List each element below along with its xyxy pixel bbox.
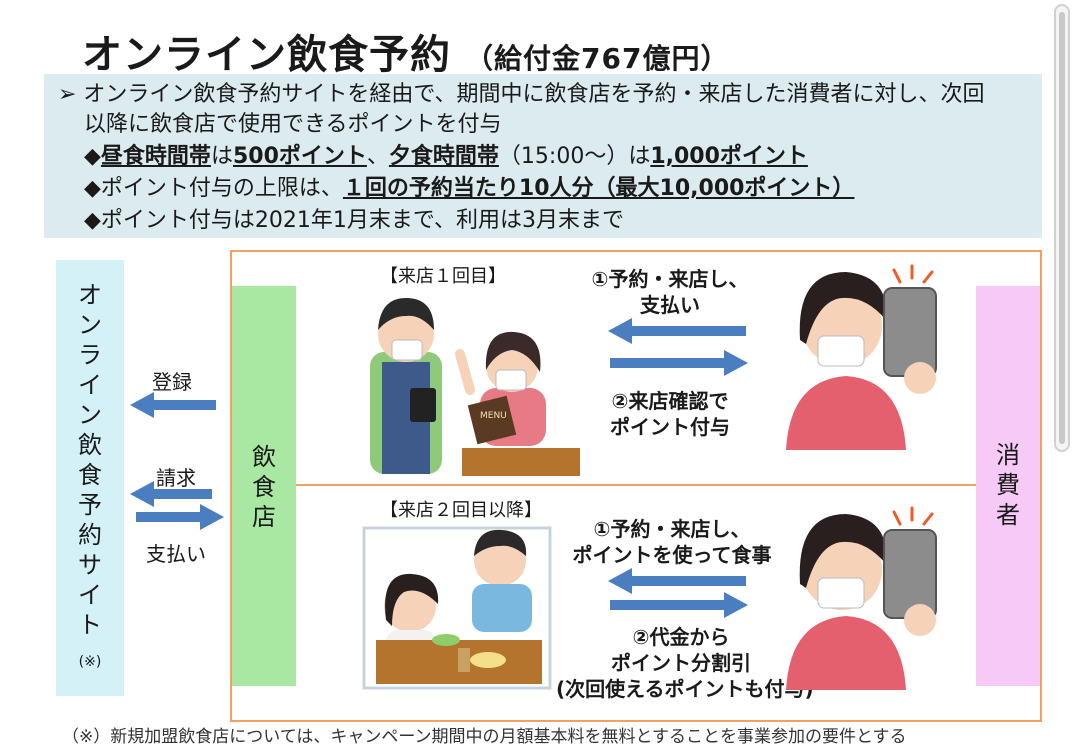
title-main: オンライン飲食予約 xyxy=(82,32,451,78)
visit2-arrow-right xyxy=(610,592,748,618)
summary-line-3: ◆昼食時間帯は500ポイント、夕食時間帯（15:00〜）は1,000ポイント xyxy=(84,142,808,172)
visit1-step2: ②来店確認で ポイント付与 xyxy=(580,388,760,440)
register-label: 登録 xyxy=(152,370,192,394)
visit2-step1: ①予約・来店し、 ポイントを使って食事 xyxy=(556,516,788,568)
dining-couple-illustration xyxy=(362,526,552,690)
menu-text: MENU xyxy=(480,411,507,421)
dinner-points: 1,000ポイント xyxy=(650,144,808,169)
footnote: （※）新規加盟飲食店については、キャンペーン期間中の月額基本料を無料とすることを… xyxy=(62,727,907,747)
text-fragment: 、 xyxy=(366,144,389,169)
online-site-note: (※) xyxy=(78,654,102,670)
scrollbar-thumb[interactable] xyxy=(1059,12,1065,444)
lunch-points: 500ポイント xyxy=(232,144,367,169)
claim-label: 請求 xyxy=(156,466,196,490)
visit-divider xyxy=(268,484,980,486)
visit2-step1-line2: ポイントを使って食事 xyxy=(572,543,772,567)
visit1-heading: 【来店１回目】 xyxy=(380,266,506,287)
visit1-step1: ①予約・来店し、 支払い xyxy=(570,266,770,318)
register-arrow xyxy=(130,392,216,418)
summary-line-1: ➢ オンライン飲食予約サイトを経由で、期間中に飲食店を予約・来店した消費者に対し… xyxy=(58,82,985,107)
visit1-step2-line2: ポイント付与 xyxy=(610,415,730,439)
online-site-box xyxy=(56,260,124,696)
visit1-step2-line1: ②来店確認で xyxy=(611,389,729,413)
payment-label: 支払い xyxy=(146,542,206,566)
restaurant-box xyxy=(232,286,296,686)
visit2-step1-line1: ①予約・来店し、 xyxy=(593,517,751,541)
dinner-label: 夕食時間帯 xyxy=(388,144,499,169)
bullet: ◆ xyxy=(84,144,101,169)
consumer-phone-illustration-1 xyxy=(786,264,937,450)
lunch-label: 昼食時間帯 xyxy=(100,144,211,169)
text-fragment: （15:00〜）は xyxy=(498,144,651,169)
claim-arrow xyxy=(130,481,212,507)
consumer-box xyxy=(976,286,1040,686)
consumer-label: 消費者 xyxy=(976,440,1040,530)
visit2-step2-line3: (次回使えるポイントも付与) xyxy=(556,677,814,701)
visit2-step2-line1: ②代金から xyxy=(632,625,730,649)
consumer-phone-illustration-2 xyxy=(786,506,937,690)
summary-line-5: ◆ポイント付与は2021年1月末まで、利用は3月末まで xyxy=(84,208,625,233)
summary-line-4: ◆ポイント付与の上限は、１回の予約当たり10人分（最大10,000ポイント） xyxy=(84,174,854,204)
restaurant-label: 飲食店 xyxy=(232,442,296,532)
customer-illustration: MENU xyxy=(455,331,580,476)
online-site-label-text: オンライン飲食予約サイト xyxy=(78,281,102,639)
visit2-step2: ②代金から ポイント分割引 (次回使えるポイントも付与) xyxy=(556,624,814,702)
flow-frame xyxy=(230,250,1042,722)
text-fragment: ◆ポイント付与の上限は、 xyxy=(84,176,343,201)
online-site-label: オンライン飲食予約サイト xyxy=(56,280,124,640)
visit1-step1-line1: ①予約・来店し、 xyxy=(591,267,749,291)
visit2-heading: 【来店２回目以降】 xyxy=(380,500,542,521)
visit1-arrow-right xyxy=(610,350,748,376)
waiter-illustration xyxy=(370,298,442,474)
vertical-scrollbar[interactable] xyxy=(1054,4,1070,452)
visit1-step1-line2: 支払い xyxy=(640,293,700,317)
payment-arrow xyxy=(136,504,224,530)
consumer-label-text: 消費者 xyxy=(996,441,1020,529)
visit1-arrow-left xyxy=(608,318,746,344)
page-title: オンライン飲食予約 （給付金767億円） xyxy=(82,22,729,80)
summary-line-2: 以降に飲食店で使用できるポイントを付与 xyxy=(84,112,502,137)
visit2-arrow-left xyxy=(608,568,746,594)
restaurant-label-text: 飲食店 xyxy=(252,443,276,531)
summary-box: ➢ オンライン飲食予約サイトを経由で、期間中に飲食店を予約・来店した消費者に対し… xyxy=(44,74,1042,238)
points-cap: １回の予約当たり10人分（最大10,000ポイント） xyxy=(342,176,855,201)
text-fragment: は xyxy=(210,144,233,169)
title-sub: （給付金767億円） xyxy=(465,42,730,75)
visit2-step2-line2: ポイント分割引 xyxy=(611,651,751,675)
